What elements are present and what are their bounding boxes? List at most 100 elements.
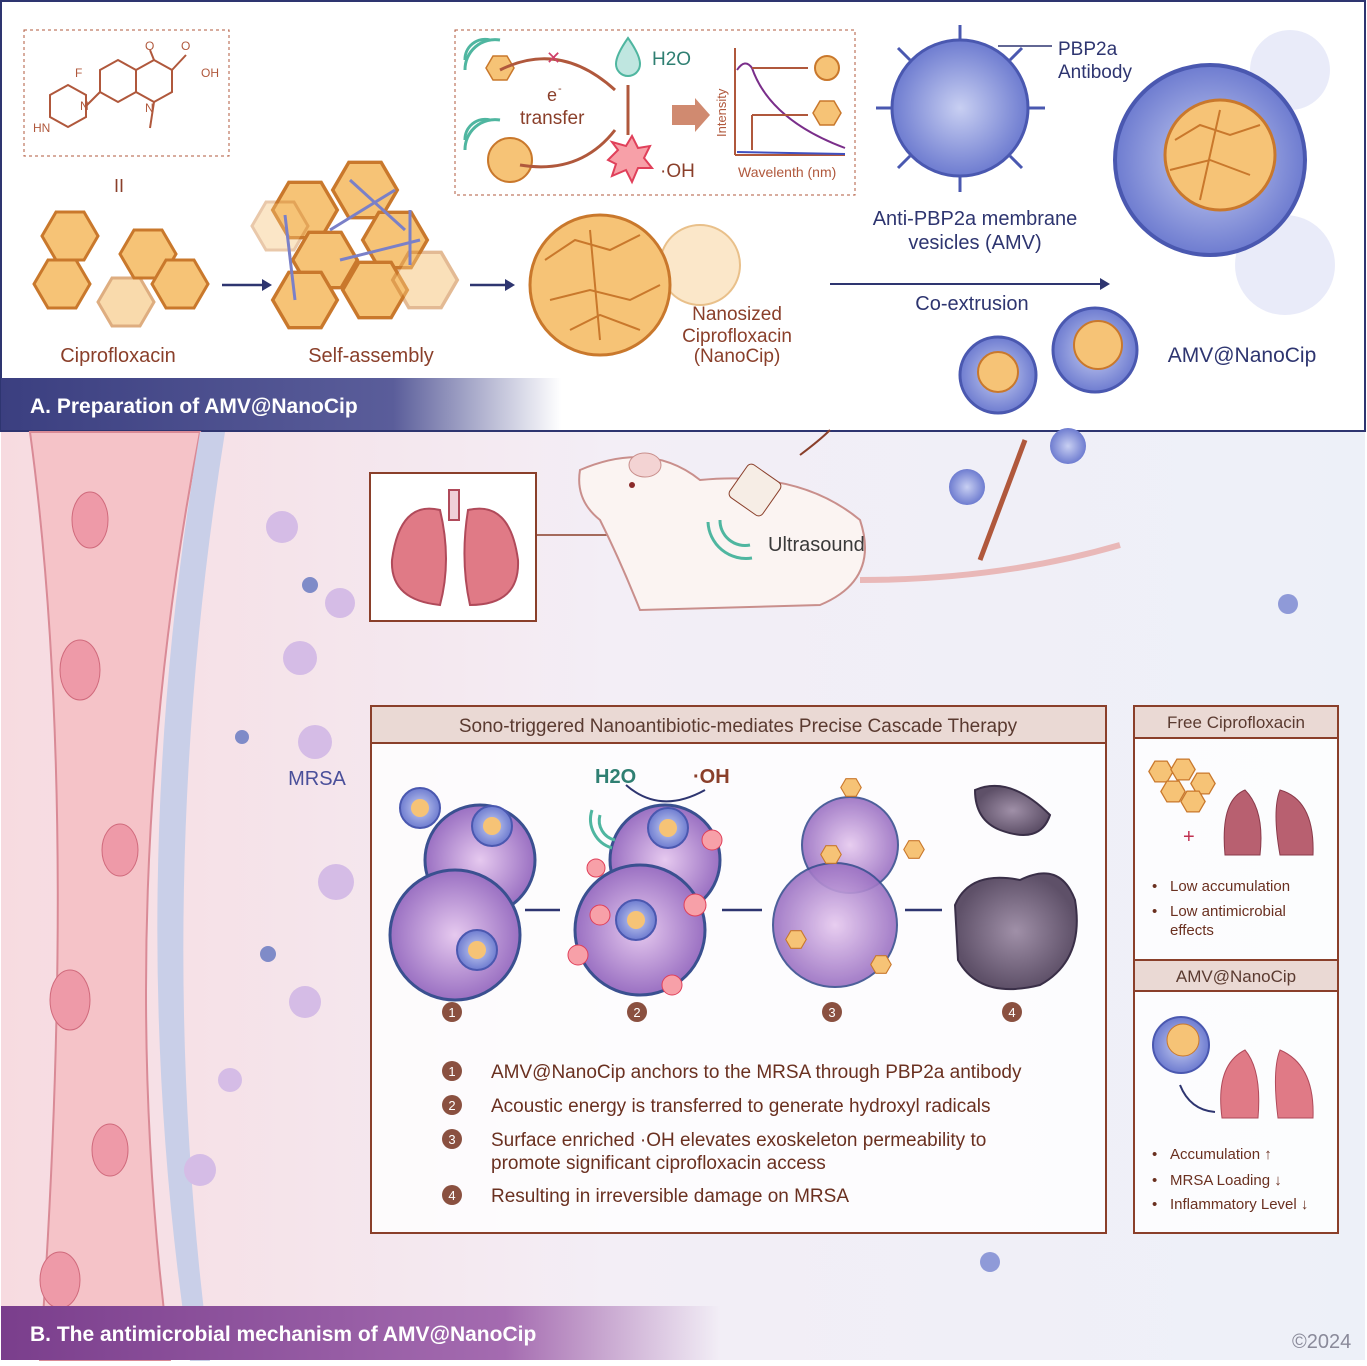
cascade-header: [370, 705, 1107, 744]
ultrasound-label: Ultrasound: [768, 534, 865, 556]
nanocip-label-line2: Ciprofloxacin: [682, 326, 792, 347]
pbp2a-label-line2: Antibody: [1058, 62, 1132, 83]
crystal-small: [485, 55, 515, 81]
ciprofloxacin-label: Ciprofloxacin: [60, 345, 176, 367]
stage-2-bacteria: [567, 784, 723, 997]
stage-oh-label: ·OH: [693, 766, 730, 788]
bullet-text-cont: effects: [1170, 922, 1214, 939]
arrow-2-head: [505, 279, 515, 291]
amv-nanocip-header: [1133, 959, 1339, 992]
nanocip-small: [487, 137, 533, 183]
svg-text:•: •: [1152, 878, 1157, 895]
blood-vessel: [28, 431, 225, 1362]
nanocip-label-line1: Nanosized: [692, 304, 782, 325]
free-cip-title: Free Ciprofloxacin: [1167, 713, 1305, 732]
bullet-text: Inflammatory Level ↓: [1170, 1196, 1308, 1213]
self-assembly-cluster: [250, 160, 460, 330]
step-number: 1: [448, 1064, 455, 1079]
bullet-text: MRSA Loading ↓: [1170, 1172, 1282, 1189]
mrsa-label: MRSA: [288, 768, 346, 790]
step-text: AMV@NanoCip anchors to the MRSA through …: [491, 1062, 1022, 1083]
h2o-label: H2O: [652, 49, 691, 70]
stage-numbers: 1 2 3 4: [442, 1002, 1022, 1022]
transfer-label: transfer: [520, 108, 585, 129]
stage-number: 4: [1008, 1005, 1015, 1020]
electron-transfer-arrow: [519, 129, 617, 169]
ciprofloxacin-structure: [49, 49, 187, 129]
svg-text:•: •: [1152, 1196, 1157, 1213]
mechanism-inset: [454, 29, 856, 196]
atom-f: F: [75, 66, 82, 80]
step-text: Resulting in irreversible damage on MRSA: [491, 1186, 849, 1207]
amv-nanocip-illustration: [1152, 1016, 1314, 1119]
amv-nanocip-bullets: • Accumulation ↑ • MRSA Loading ↓ • Inflamm…: [1152, 1146, 1308, 1213]
step-number: 4: [448, 1188, 455, 1203]
ultrasound-waves-icon: [463, 37, 501, 151]
panel-b-label-bg: [1, 1306, 721, 1360]
step-number: 2: [448, 1098, 455, 1113]
atom-n1: N: [80, 99, 89, 113]
step-list: 1 AMV@NanoCip anchors to the MRSA throug…: [442, 1061, 1022, 1207]
nanocip-label-line3: (NanoCip): [694, 346, 781, 367]
svg-text:+: +: [1183, 826, 1195, 848]
amv-label-line1: Anti-PBP2a membrane: [873, 208, 1078, 230]
arrow-1-head: [262, 279, 272, 291]
hydroxyl-radical-burst: [606, 133, 655, 185]
x-mark-icon: ✕: [546, 48, 561, 68]
coextrusion-arrow-head: [1100, 278, 1110, 290]
panel-a-label-bg: [1, 378, 561, 430]
cascade-title: Sono-triggered Nanoantibiotic-mediates P…: [459, 716, 1018, 737]
bullet-text: Low antimicrobial: [1170, 903, 1286, 920]
bullet-text: Low accumulation: [1170, 878, 1290, 895]
self-assembly-label: Self-assembly: [308, 345, 434, 367]
amv-vesicle: [876, 25, 1045, 192]
step-text: Acoustic energy is transferred to genera…: [491, 1096, 991, 1117]
svg-text:•: •: [1152, 1172, 1157, 1189]
stage-1-bacteria: [388, 787, 537, 1002]
amv-nanocip-title: AMV@NanoCip: [1176, 967, 1296, 986]
panel-b-label: B. The antimicrobial mechanism of AMV@Na…: [30, 1323, 536, 1346]
stage-3-bacteria: [772, 778, 925, 988]
wavelength-axis-label: Wavelenth (nm): [738, 164, 836, 180]
step-text-cont: promote significant ciprofloxacin access: [491, 1153, 826, 1174]
spectrum-plot: [734, 48, 846, 156]
amv-nanocip-particle: [958, 30, 1335, 415]
panel-a-label: A. Preparation of AMV@NanoCip: [30, 395, 358, 418]
stage-number: 1: [448, 1005, 455, 1020]
atom-oh: OH: [201, 66, 219, 80]
lungs-icon: [390, 489, 520, 607]
oh-label: ·OH: [660, 161, 695, 182]
free-cip-bullets: • Low accumulation • Low antimicrobial eff…: [1152, 878, 1290, 939]
e-sup: -: [558, 83, 562, 95]
pbp2a-label-line1: PBP2a: [1058, 39, 1118, 60]
nanocip-particle: [528, 213, 741, 357]
svg-text:•: •: [1152, 1146, 1157, 1163]
equals-sign: II: [114, 176, 124, 196]
mouse-illustration: [578, 428, 1121, 612]
atom-n2: N: [145, 101, 154, 115]
product-label: AMV@NanoCip: [1168, 344, 1317, 367]
atom-o1: O: [145, 39, 154, 53]
step-number: 3: [448, 1132, 455, 1147]
intensity-axis-label: Intensity: [714, 88, 729, 137]
bacteria-dots: [184, 511, 1298, 1272]
blocked-transfer-arrow: [499, 57, 617, 92]
water-drop-icon: [614, 36, 642, 77]
molecule-box: [23, 29, 230, 157]
svg-text:•: •: [1152, 903, 1157, 920]
e-label: e: [547, 85, 557, 105]
stage-4-dead-bacteria: [953, 784, 1078, 991]
right-arrow: [672, 98, 710, 132]
step-text: Surface enriched ·OH elevates exoskeleto…: [491, 1130, 986, 1151]
stage-number: 3: [828, 1005, 835, 1020]
stage-number: 2: [633, 1005, 640, 1020]
atom-o2: O: [181, 39, 190, 53]
copyright: ©2024: [1292, 1331, 1351, 1353]
free-cip-illustration: +: [1148, 758, 1314, 856]
amv-label-line2: vesicles (AMV): [908, 232, 1041, 254]
stage-h2o-label: H2O: [595, 766, 636, 788]
coextrusion-label: Co-extrusion: [915, 293, 1028, 315]
bullet-text: Accumulation ↑: [1170, 1146, 1272, 1163]
free-cip-header: [1133, 705, 1339, 739]
